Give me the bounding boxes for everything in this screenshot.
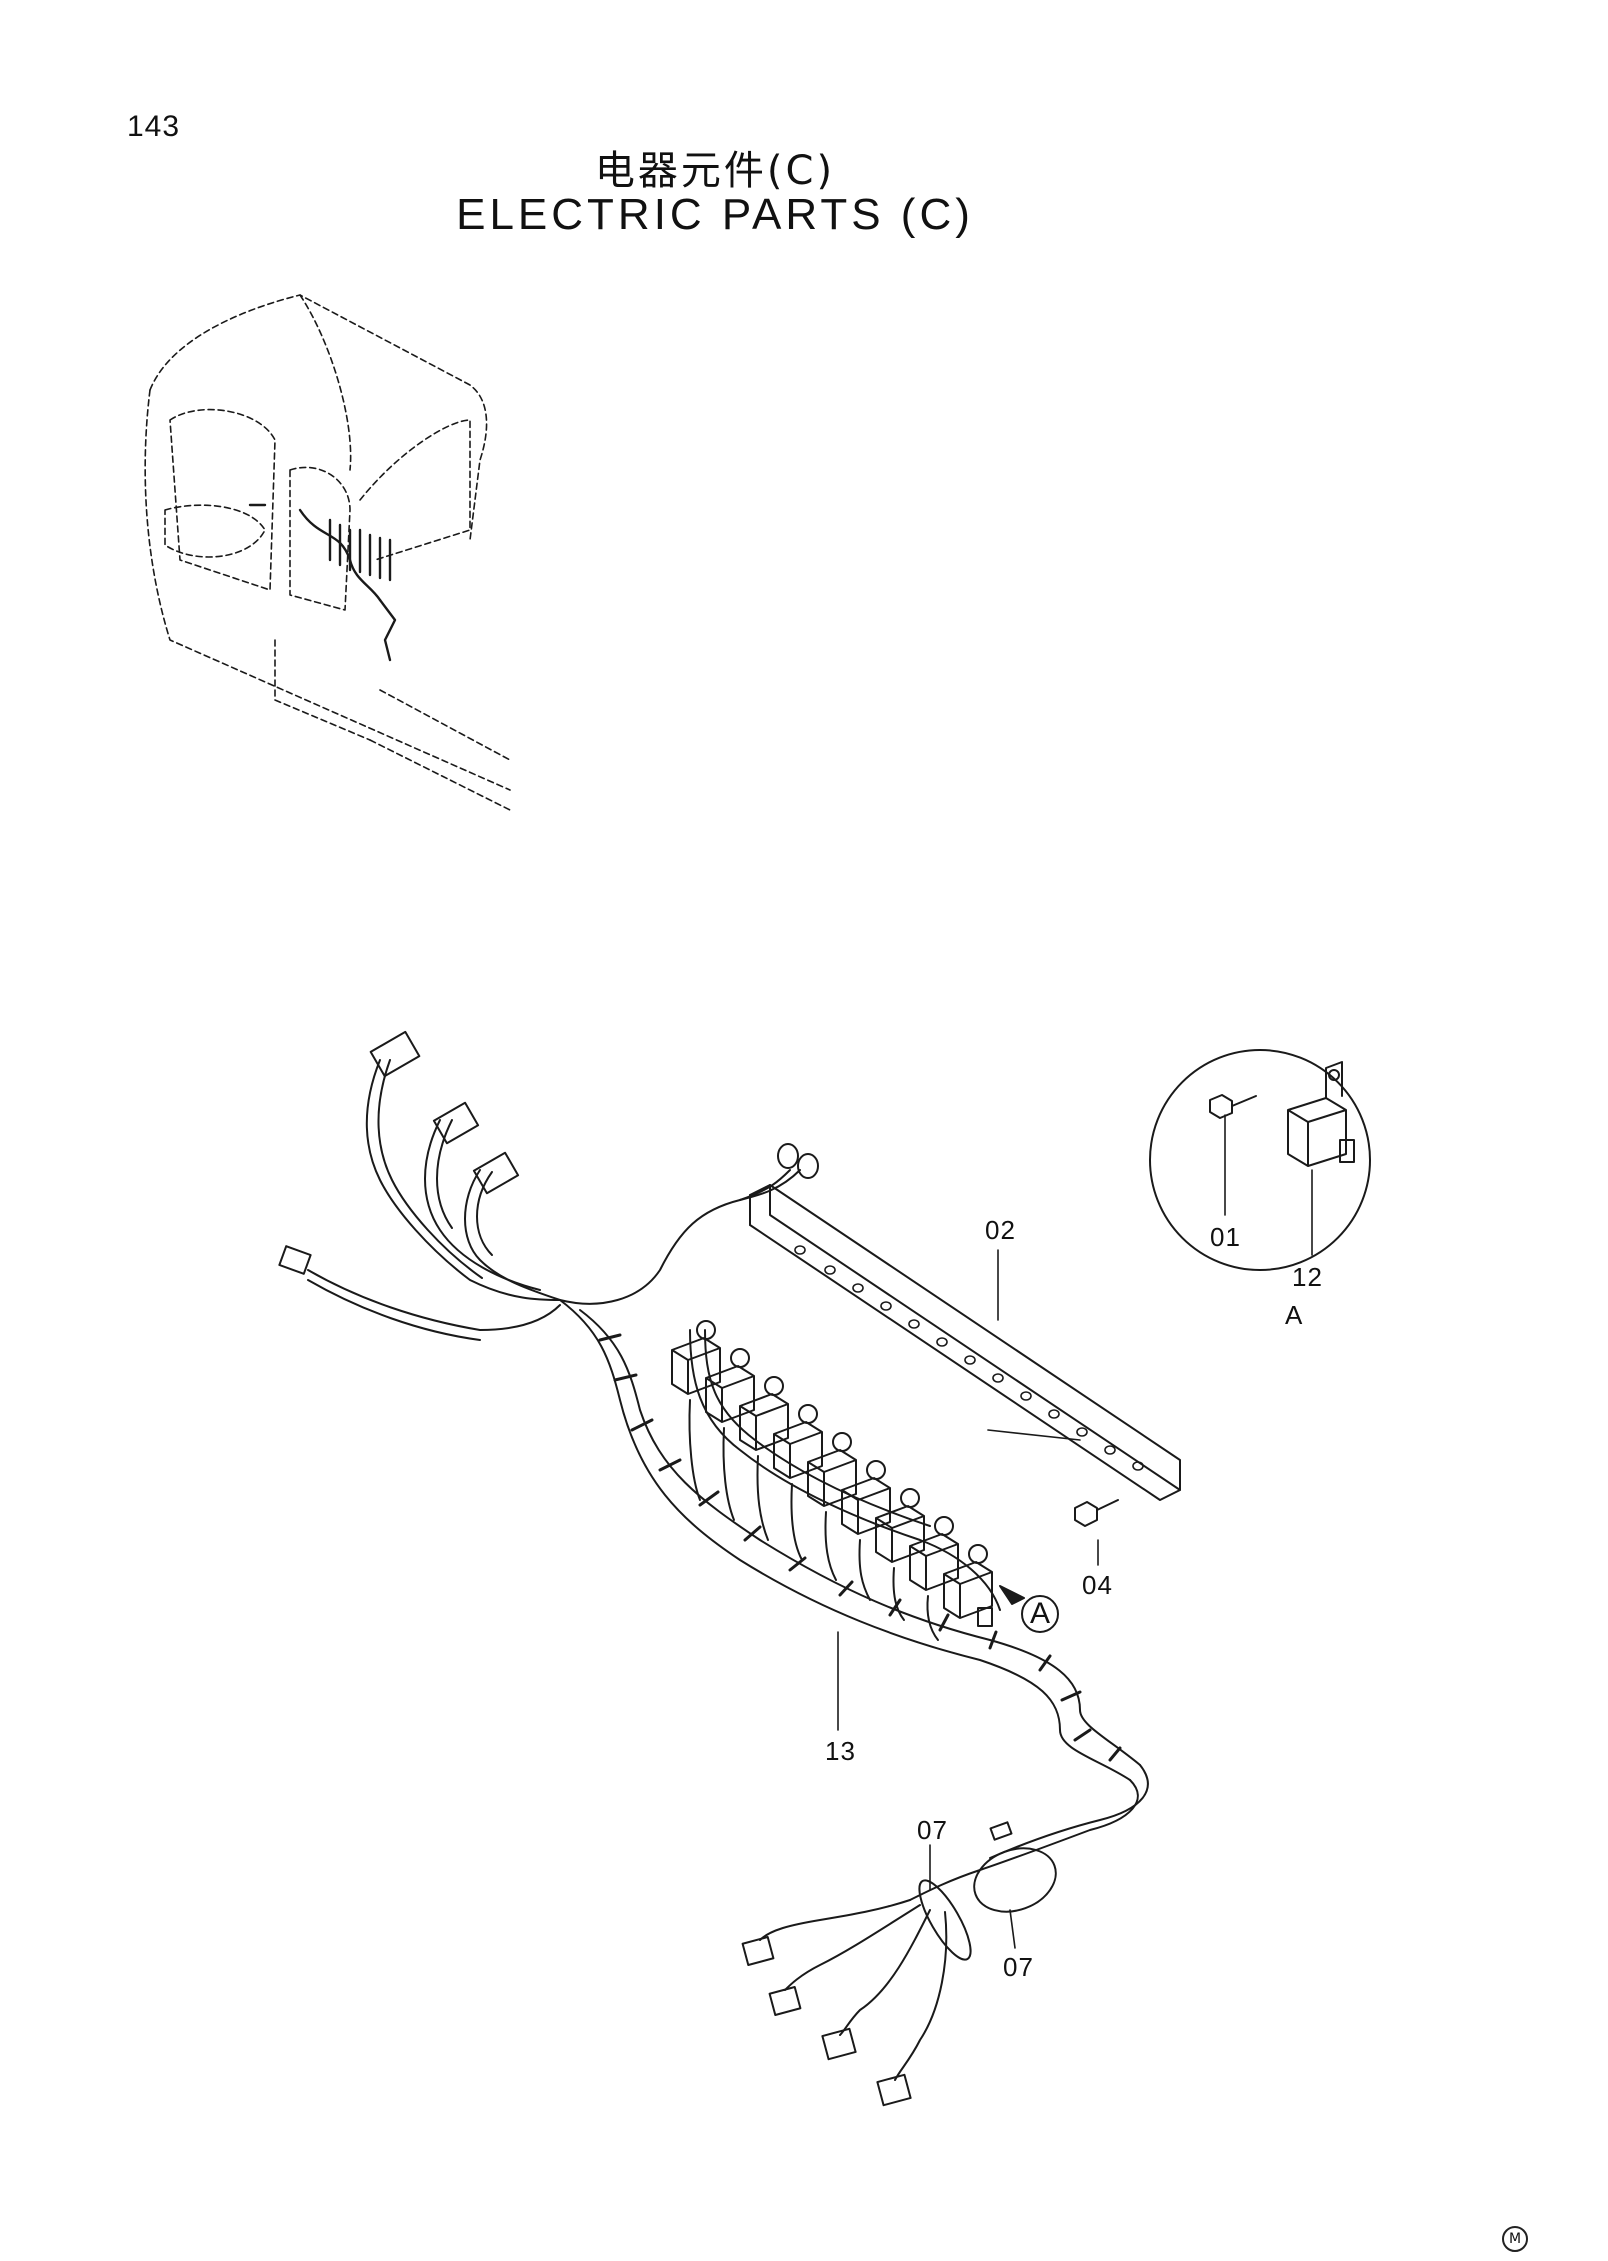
wire-harness: [278, 1030, 1149, 2107]
relay: [841, 1460, 891, 1601]
callout-07-top: 07: [917, 1815, 948, 1845]
detail-view-circle: [1149, 1049, 1371, 1271]
callout-12: 12: [1292, 1262, 1323, 1292]
relay: [807, 1432, 857, 1581]
mounting-rail: [749, 1184, 1181, 1501]
detail-marker: [999, 1585, 1059, 1633]
callout-07-bottom: 07: [1003, 1952, 1034, 1982]
cab-overview-illustration: [144, 294, 511, 811]
callout-02: 02: [985, 1215, 1016, 1245]
detail-view-label: A: [1285, 1300, 1304, 1330]
page-title: ELECTRIC PARTS (C): [456, 190, 974, 239]
callout-13: 13: [825, 1736, 856, 1766]
detail-marker-label: A: [1030, 1597, 1051, 1630]
callout-01: 01: [1210, 1222, 1241, 1252]
leader-lines: [837, 1114, 1313, 1949]
relay: [671, 1320, 721, 1501]
rail-holes: [794, 1245, 1144, 1471]
manufacturer-logo: M: [1502, 2226, 1528, 2252]
relay: [943, 1544, 993, 1627]
relay: [705, 1348, 755, 1521]
relay: [875, 1488, 925, 1621]
relay: [739, 1376, 789, 1541]
relay-row: [671, 1320, 993, 1641]
bolt: [1074, 1499, 1119, 1527]
relay: [773, 1404, 823, 1561]
callout-04: 04: [1082, 1570, 1113, 1600]
relay: [909, 1516, 959, 1641]
cab-harness-sketch: [248, 503, 397, 662]
page-title-chinese: 电器元件(C): [594, 148, 836, 194]
page-number: 143: [127, 110, 181, 143]
